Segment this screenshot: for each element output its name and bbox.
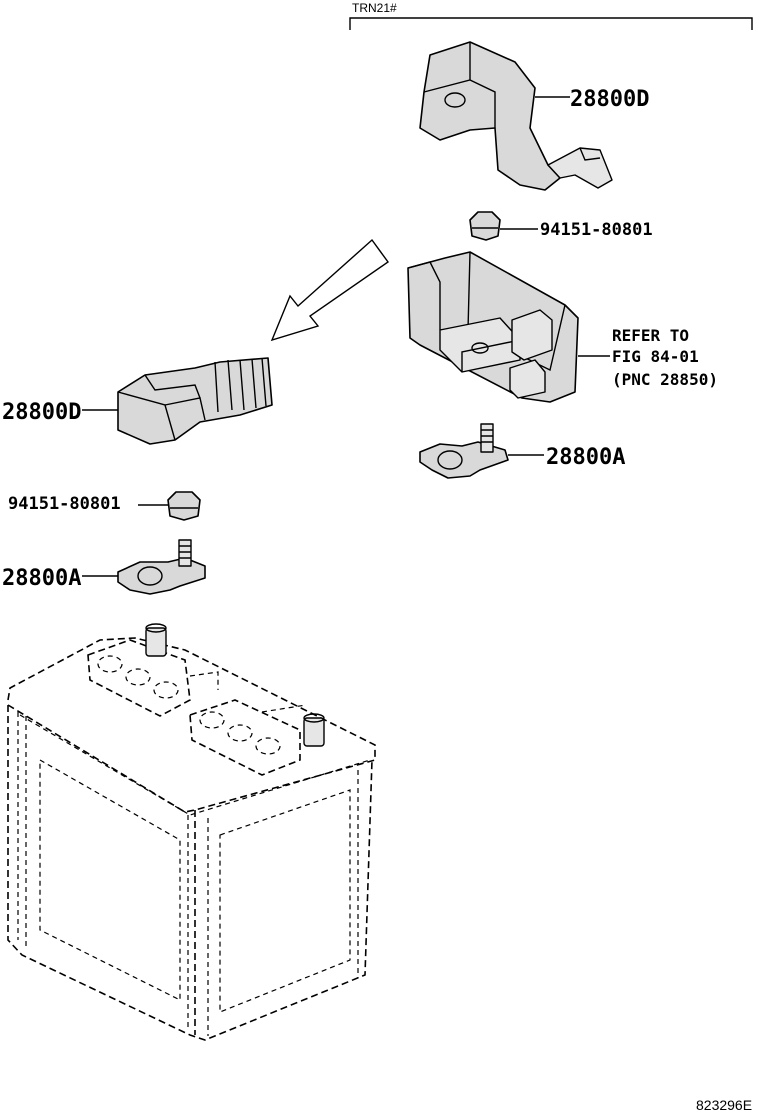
terminal-cover-left[interactable]	[117, 357, 273, 445]
terminal-cover-upper[interactable]	[419, 41, 613, 191]
direction-arrow	[270, 238, 389, 342]
label-cover-left: 28800D	[2, 400, 81, 425]
nut-left[interactable]	[167, 491, 201, 521]
label-refer-line1: REFER TO	[612, 326, 689, 345]
terminal-clamp-left[interactable]	[117, 539, 206, 595]
label-nut-left: 94151-80801	[8, 494, 121, 514]
label-clamp-upper: 28800A	[546, 445, 625, 470]
battery	[7, 623, 376, 1041]
terminal-clamp-upper[interactable]	[419, 423, 509, 479]
diagram-code: 823296E	[696, 1097, 752, 1112]
label-clamp-left: 28800A	[2, 566, 81, 591]
nut-upper[interactable]	[469, 211, 501, 241]
label-cover-upper: 28800D	[570, 87, 649, 112]
model-bracket: TRN21#	[349, 1, 753, 30]
model-tag: TRN21#	[352, 1, 397, 15]
label-refer-line3: (PNC 28850)	[612, 370, 718, 389]
label-refer-line2: FIG 84-01	[612, 347, 699, 366]
fuse-block[interactable]	[407, 251, 579, 403]
label-nut-upper: 94151-80801	[540, 220, 653, 240]
